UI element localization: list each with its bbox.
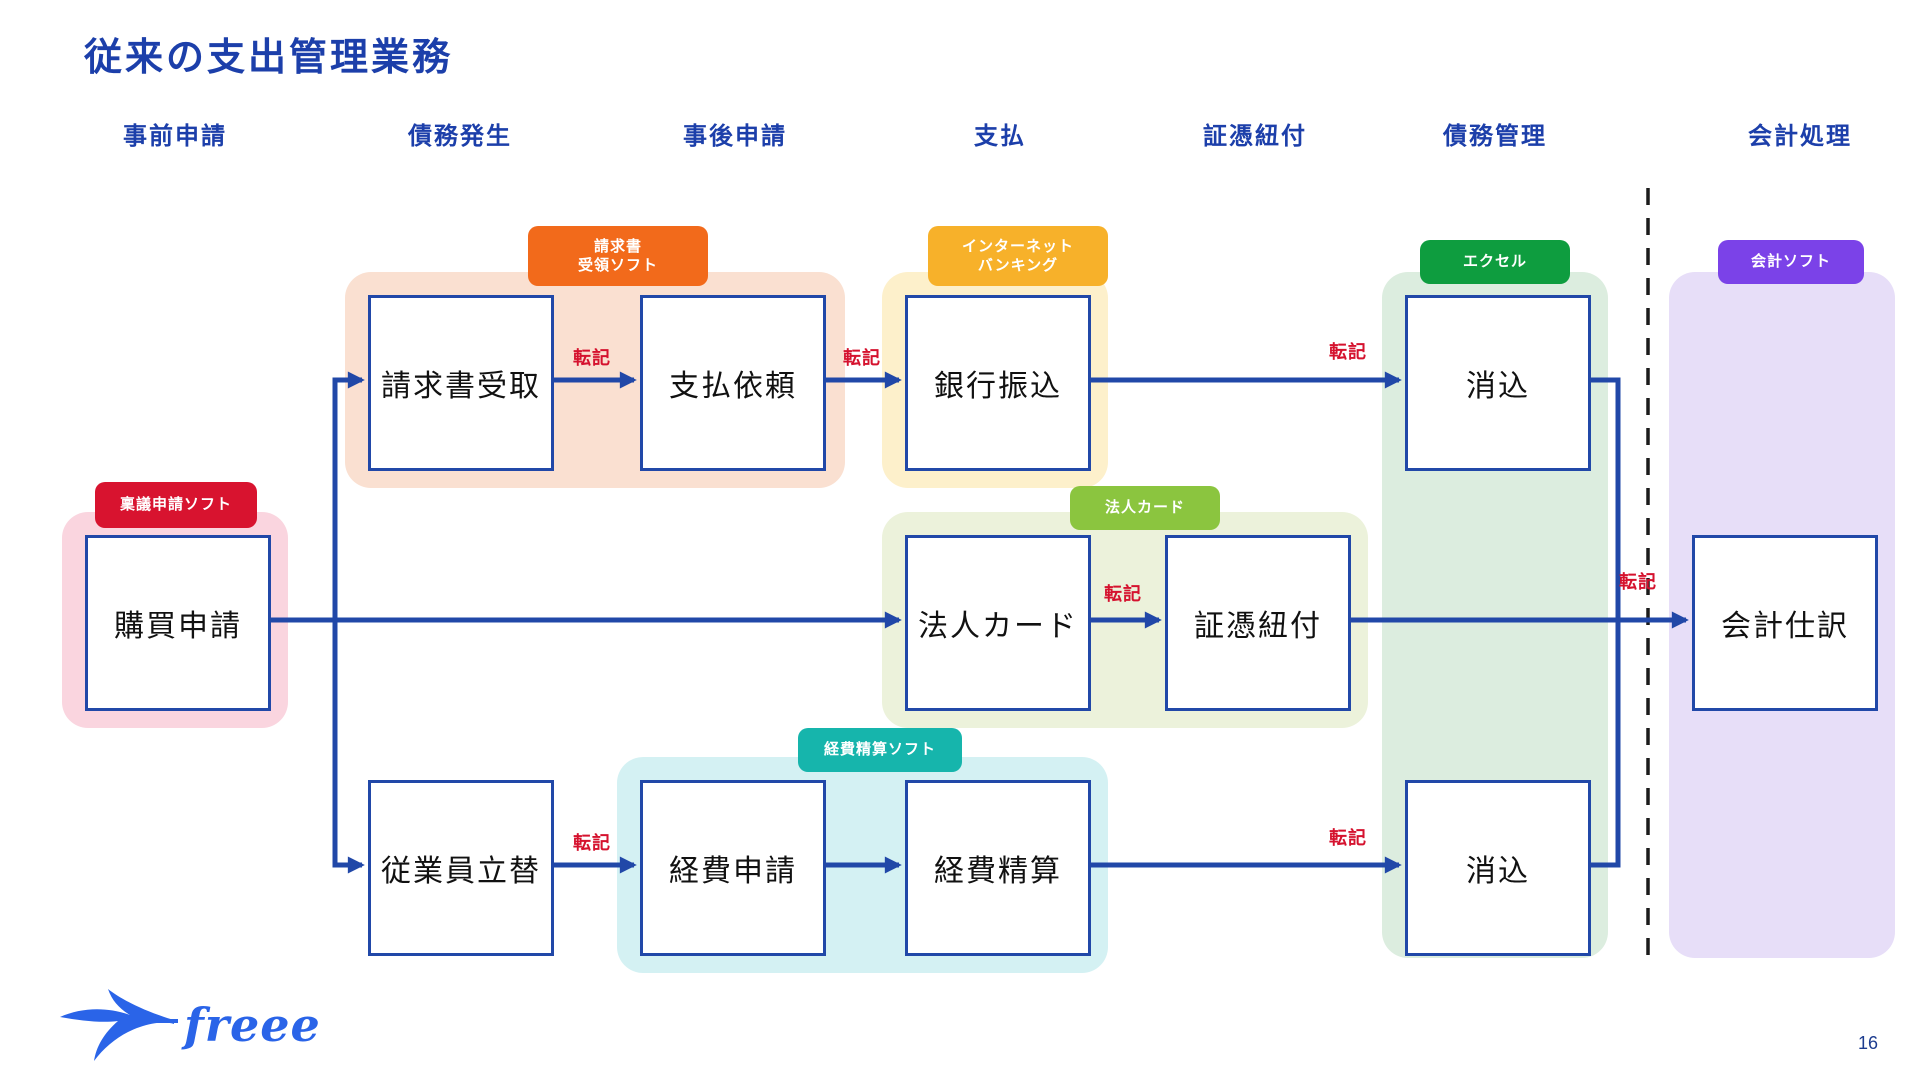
tenki-label-row3-b: 転記 bbox=[1329, 828, 1367, 848]
freee-logo-bird-icon bbox=[60, 989, 178, 1061]
tenki-label-row1-a: 転記 bbox=[573, 348, 611, 368]
box-kaikei-shiwake: 会計仕訳 bbox=[1692, 535, 1878, 711]
box-keihi-seisan: 経費精算 bbox=[905, 780, 1091, 956]
column-header-jizen-shinsei: 事前申請 bbox=[123, 123, 227, 150]
column-header-saimu-hassei: 債務発生 bbox=[408, 123, 512, 150]
tag-seikyusho-juryo-soft: 請求書 受領ソフト bbox=[528, 226, 708, 286]
box-ginko-furikomi: 銀行振込 bbox=[905, 295, 1091, 471]
column-header-kaikei-shori: 会計処理 bbox=[1748, 123, 1852, 150]
box-keshikomi-top: 消込 bbox=[1405, 295, 1591, 471]
freee-logo: freee bbox=[58, 988, 321, 1062]
tenki-label-row1-b: 転記 bbox=[843, 348, 881, 368]
tenki-label-row3-a: 転記 bbox=[573, 833, 611, 853]
box-jugyoin-tatekae: 従業員立替 bbox=[368, 780, 554, 956]
column-header-shiharai: 支払 bbox=[974, 123, 1026, 150]
column-header-jigo-shinsei: 事後申請 bbox=[683, 123, 787, 150]
tag-excel: エクセル bbox=[1420, 240, 1570, 284]
box-keihi-shinsei: 経費申請 bbox=[640, 780, 826, 956]
tag-keihi-seisan-soft: 経費精算ソフト bbox=[798, 728, 962, 772]
box-koubai-shinsei: 購買申請 bbox=[85, 535, 271, 711]
page-number: 16 bbox=[1857, 1033, 1878, 1053]
column-header-shohyo-himotsuke: 証憑紐付 bbox=[1203, 123, 1307, 150]
tenki-label-row2-a: 転記 bbox=[1104, 584, 1142, 604]
box-keshikomi-bottom: 消込 bbox=[1405, 780, 1591, 956]
box-shohyo-himotsuke: 証憑紐付 bbox=[1165, 535, 1351, 711]
box-shiharai-irai: 支払依頼 bbox=[640, 295, 826, 471]
tenki-label-row2-b: 転記 bbox=[1619, 572, 1657, 592]
tag-ringi-shinsei-soft: 稟議申請ソフト bbox=[95, 482, 257, 528]
box-seikyusho-uketori: 請求書受取 bbox=[368, 295, 554, 471]
tag-kaikei-soft: 会計ソフト bbox=[1718, 240, 1864, 284]
page-title: 従来の支出管理業務 bbox=[84, 37, 454, 79]
column-header-saimu-kanri: 債務管理 bbox=[1443, 123, 1547, 150]
tenki-label-row1-c: 転記 bbox=[1329, 342, 1367, 362]
tag-hojin-card: 法人カード bbox=[1070, 486, 1220, 530]
freee-logo-text: freee bbox=[184, 998, 321, 1052]
tag-internet-banking: インターネット バンキング bbox=[928, 226, 1108, 286]
box-hojin-card: 法人カード bbox=[905, 535, 1091, 711]
